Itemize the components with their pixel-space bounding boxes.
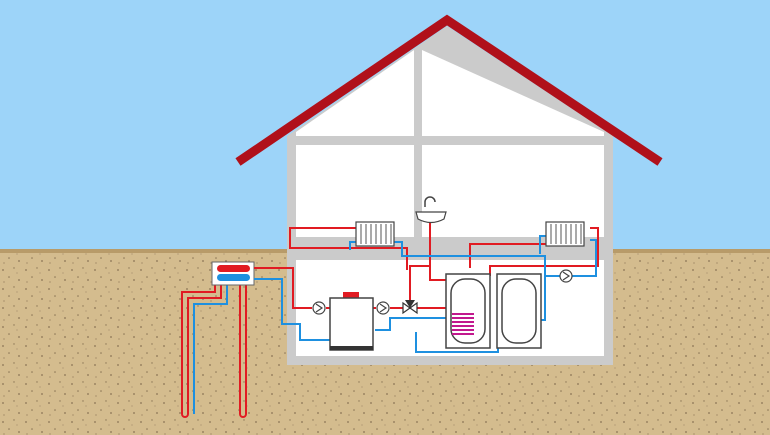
buffer-tank — [496, 273, 542, 349]
room-upper-left — [296, 145, 414, 237]
attic-room-left — [296, 50, 414, 136]
wash-basin — [415, 196, 447, 224]
three-way-valve — [402, 300, 418, 315]
circulation-pump — [559, 269, 573, 283]
roof — [235, 14, 663, 166]
heat-pump-manifold — [211, 261, 255, 286]
ground-probe-cold — [193, 278, 247, 418]
manifold-supply-line — [254, 267, 312, 309]
radiator-left — [355, 221, 395, 247]
hot-water-cylinder — [445, 273, 491, 349]
circulation-pump — [312, 301, 326, 315]
ground-probe-hot — [181, 278, 222, 418]
attic-room-right — [422, 50, 604, 136]
manifold-return-line — [254, 278, 330, 341]
circulation-pump — [376, 301, 390, 315]
heat-pump-unit — [329, 292, 374, 351]
heating-coil — [452, 313, 474, 335]
radiator-right — [545, 221, 585, 247]
